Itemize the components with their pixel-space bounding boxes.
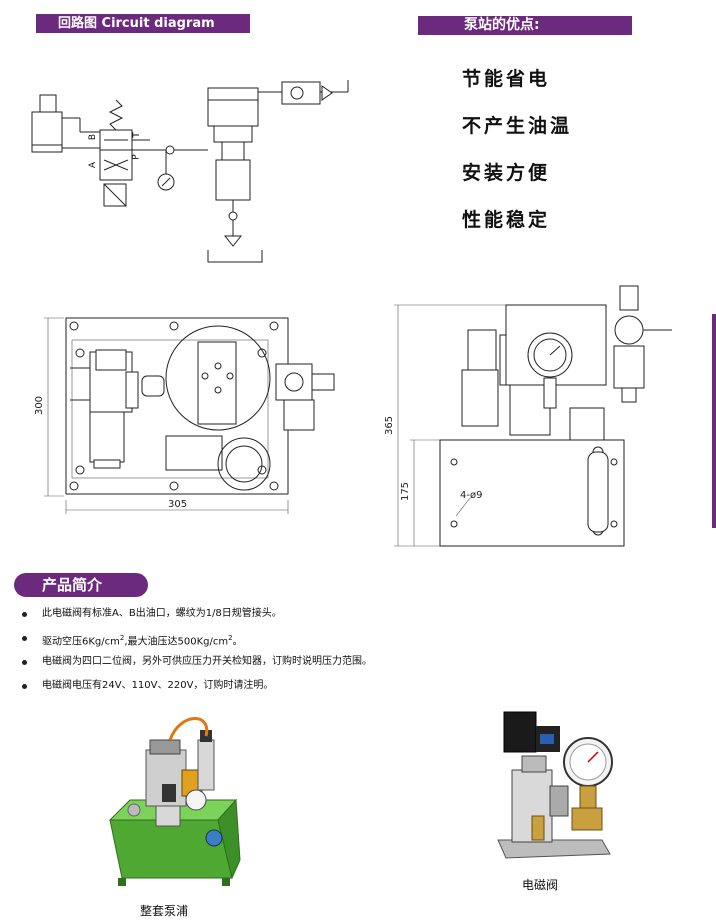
bullet-text: 此电磁阀有标准A、B出油口，螺纹为1/8日规管接头。 bbox=[42, 608, 282, 619]
list-item: 电磁阀电压有24V、110V、220V，订购时请注明。 bbox=[22, 680, 372, 704]
bullet-text: 。 bbox=[232, 636, 243, 648]
advantage-item: 节能省电 bbox=[462, 68, 551, 90]
bullet-text: 电磁阀电压有24V、110V、220V，订购时请注明。 bbox=[42, 680, 274, 691]
advantage-item: 安装方便 bbox=[462, 162, 551, 184]
advantages-header: 泵站的优点: bbox=[418, 16, 632, 35]
list-item: 驱动空压6Kg/cm2,最大油压达500Kg/cm2。 bbox=[22, 632, 372, 656]
dimension-front-width: 305 bbox=[168, 499, 188, 510]
page-edge-accent bbox=[712, 314, 716, 528]
bullet-text: ,最大油压达500Kg/cm bbox=[124, 636, 229, 648]
list-item: 电磁阀为四口二位阀，另外可供应压力开关检知器，订购时说明压力范围。 bbox=[22, 656, 372, 680]
bullet-text: 电磁阀为四口二位阀，另外可供应压力开关检知器，订购时说明压力范围。 bbox=[42, 656, 372, 667]
bullet-dot bbox=[22, 684, 27, 689]
circuit-diagram-header: 回路图 Circuit diagram bbox=[36, 14, 250, 33]
bullet-text: 驱动空压6Kg/cm bbox=[42, 636, 120, 648]
hydraulic-circuit-diagram bbox=[31, 80, 349, 263]
product-intro-list: 此电磁阀有标准A、B出油口，螺纹为1/8日规管接头。 驱动空压6Kg/cm2,最… bbox=[22, 608, 372, 704]
list-item: 此电磁阀有标准A、B出油口，螺纹为1/8日规管接头。 bbox=[22, 608, 372, 632]
pump-station-caption: 整套泵浦 bbox=[140, 904, 189, 918]
advantage-item: 性能稳定 bbox=[462, 209, 551, 231]
superscript: 2 bbox=[228, 634, 233, 642]
superscript: 2 bbox=[119, 634, 125, 642]
bullet-dot bbox=[22, 660, 27, 665]
advantage-item: 不产生油温 bbox=[462, 115, 573, 137]
bullet-dot bbox=[22, 636, 27, 641]
dimension-holes: 4-ø9 bbox=[460, 490, 483, 501]
bullet-dot bbox=[22, 612, 27, 617]
solenoid-valve-caption: 电磁阀 bbox=[522, 878, 559, 892]
product-intro-title: 产品简介 bbox=[14, 573, 148, 597]
